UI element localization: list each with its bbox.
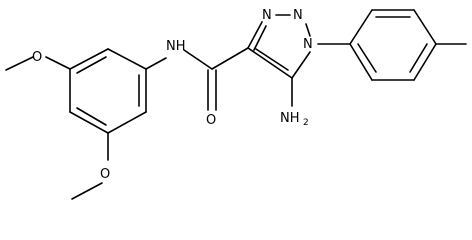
bond: [107, 48, 147, 70]
bond: [5, 56, 34, 71]
amino-group: NH 2: [280, 77, 309, 128]
bond: [71, 182, 103, 200]
nitrogen-label: N: [303, 37, 313, 52]
methoxy-top: O: [5, 50, 71, 71]
bond-double-inner: [255, 48, 289, 71]
bond: [305, 23, 311, 37]
bond-double-inner: [409, 43, 428, 73]
bond-double-inner: [76, 56, 107, 74]
bond: [183, 49, 213, 70]
amide-group: NH O: [145, 39, 249, 128]
oxygen-label: O: [32, 50, 42, 65]
bond: [253, 25, 267, 51]
triazole-ring: N N N: [247, 8, 313, 79]
bond-double-inner: [76, 107, 107, 126]
bond: [247, 47, 293, 79]
bond: [145, 57, 167, 70]
nitrogen-label: N: [293, 8, 303, 23]
bond: [413, 9, 437, 45]
chemical-structure-diagram: O O NH O N N N NH 2: [5, 8, 467, 200]
nh2-subscript: 2: [303, 118, 309, 128]
oxygen-label: O: [206, 113, 216, 128]
bond: [211, 47, 249, 70]
methoxy-bottom: O: [71, 132, 110, 200]
bond: [291, 51, 311, 79]
bond-double-inner: [357, 43, 377, 73]
nh2-label: NH: [280, 111, 300, 126]
bond: [69, 111, 109, 134]
tolyl-ring: [317, 9, 467, 81]
bond: [349, 9, 373, 45]
oxygen-label: O: [100, 167, 110, 182]
bond: [69, 48, 109, 70]
bond: [413, 43, 437, 81]
bond: [349, 43, 373, 81]
nh-label: NH: [166, 39, 186, 54]
bond: [107, 111, 147, 134]
bond: [45, 56, 71, 70]
bond: [247, 21, 263, 49]
dimethoxyphenyl-ring: [69, 48, 147, 134]
nitrogen-label: N: [262, 8, 272, 23]
